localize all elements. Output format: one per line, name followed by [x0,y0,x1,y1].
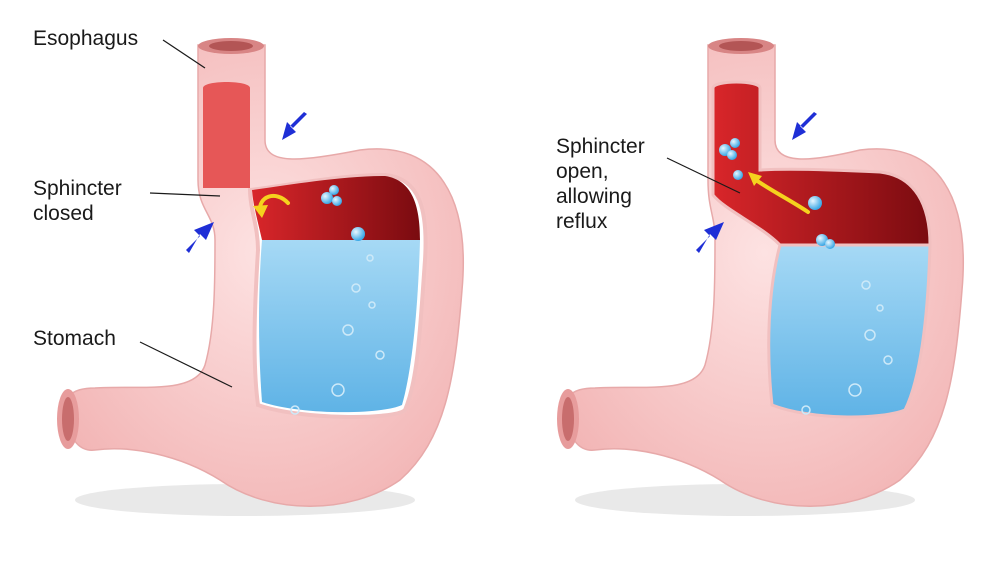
sphincter-open-label: Sphincter open, allowing reflux [556,135,645,233]
stomach-open [557,38,964,516]
bubble-icon [290,185,385,415]
stomach-label: Stomach [33,327,116,350]
esophagus-lumen [711,80,932,247]
leader-line [162,39,206,69]
esophagus-label: Esophagus [33,27,139,50]
pressure-arrow-icon [186,112,307,253]
stomach-fluid [259,240,420,413]
leader-line [149,192,221,197]
leader-line [139,341,233,388]
pressure-arrow-icon [696,112,817,253]
bubble-icon [719,138,893,415]
acid-layer [252,176,420,240]
stomach-closed [57,38,464,516]
reflux-arrow-icon [754,178,810,214]
leader-line [666,157,741,194]
esophagus-lumen [203,82,250,188]
sphincter-closed-label: Sphincter closed [33,177,122,225]
stomach-cavity [767,243,932,419]
